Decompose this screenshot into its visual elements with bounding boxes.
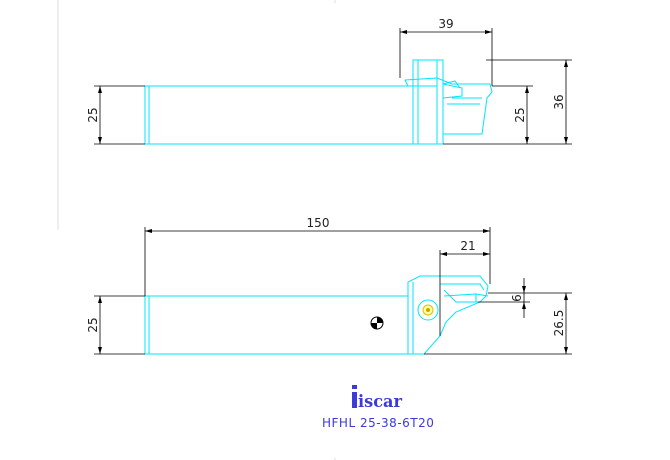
center-of-gravity-icon [370,316,384,330]
dim-label-25-bottom-shank: 25 [86,317,100,332]
dim-label-26-5: 26.5 [552,310,566,337]
top-dimensions: 39 36 25 25 [86,17,572,145]
top-view [144,59,493,145]
bottom-view [144,275,489,355]
clamp-screw [417,299,439,321]
bottom-dimensions: 150 21 6 26.5 25 [86,216,572,355]
dim-label-150: 150 [307,216,330,230]
dim-label-39: 39 [438,17,453,31]
dim-label-25-top-inner: 25 [513,107,527,122]
logo-text: iscar [358,392,403,412]
dim-label-21: 21 [460,239,475,253]
top-shank-body [144,85,414,145]
iscar-logo: iscar [352,385,403,412]
dim-label-25-top-shank: 25 [86,107,100,122]
bottom-shank-body [144,295,409,355]
sheet-frame [57,0,336,460]
dim-label-36: 36 [552,94,566,109]
dim-label-6: 6 [510,294,524,302]
part-number-caption: HFHL 25-38-6T20 [322,416,434,430]
